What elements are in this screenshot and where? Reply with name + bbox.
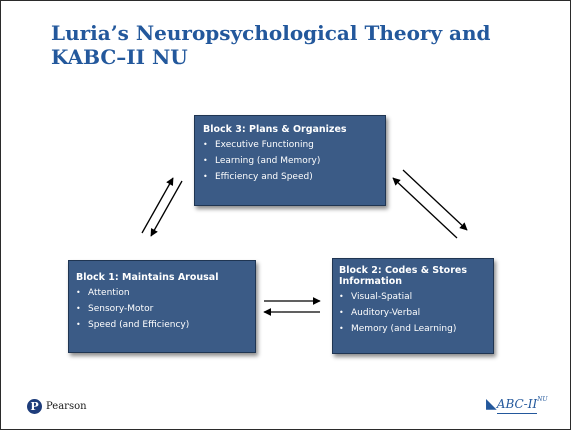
arrow-down-to-block1	[150, 180, 183, 237]
arrow-up-to-block3	[141, 177, 174, 234]
block-2-heading: Block 2: Codes & Stores Information	[339, 265, 467, 287]
kabc-logo: ◣ ABC-II NU	[486, 395, 548, 414]
kabc-wordmark: ABC-II	[496, 395, 538, 414]
list-item: •Efficiency and Speed)	[203, 172, 313, 182]
block-3-heading: Block 3: Plans & Organizes	[203, 124, 347, 135]
block-3-list: •Executive Functioning •Learning (and Me…	[203, 137, 379, 185]
list-item: •Executive Functioning	[203, 140, 314, 150]
list-item: •Sensory-Motor	[76, 304, 154, 314]
kabc-nu-superscript: NU	[537, 396, 548, 403]
block-1-heading: Block 1: Maintains Arousal	[76, 272, 219, 283]
kabc-logo-icon: ◣	[486, 396, 497, 412]
list-item: •Learning (and Memory)	[203, 156, 321, 166]
pearson-logo-icon: P	[27, 399, 42, 414]
block-3-plans-organizes: Block 3: Plans & Organizes •Executive Fu…	[194, 115, 386, 206]
list-item: •Speed (and Efficiency)	[76, 320, 190, 330]
list-item: •Attention	[76, 288, 130, 298]
block-1-maintains-arousal: Block 1: Maintains Arousal •Attention •S…	[68, 260, 256, 353]
pearson-logo: P Pearson	[27, 399, 87, 414]
block-2-codes-stores: Block 2: Codes & Stores Information •Vis…	[332, 258, 494, 354]
slide-title: Luria’s Neuropsychological Theory and KA…	[51, 21, 491, 69]
block-1-list: •Attention •Sensory-Motor •Speed (and Ef…	[76, 285, 249, 333]
arrow-down-to-block2	[402, 169, 468, 231]
list-item: •Auditory-Verbal	[339, 308, 421, 318]
list-item: •Visual-Spatial	[339, 292, 413, 302]
arrow-up-to-block3-right	[392, 177, 458, 239]
list-item: •Memory (and Learning)	[339, 324, 457, 334]
block-2-list: •Visual-Spatial •Auditory-Verbal •Memory…	[339, 289, 487, 337]
pearson-wordmark: Pearson	[46, 401, 87, 412]
